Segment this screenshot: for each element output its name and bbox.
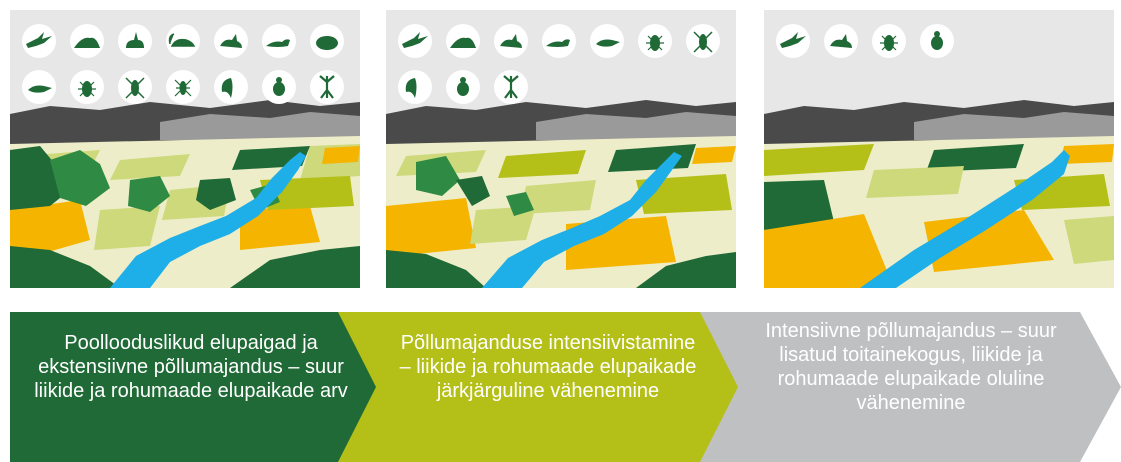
weasel-icon <box>542 24 576 58</box>
beetle-icon <box>70 70 104 104</box>
weasel-icon <box>262 24 296 58</box>
shrew-icon <box>22 70 56 104</box>
mouse-icon <box>166 24 200 58</box>
landscape-panel-seminatural <box>10 10 360 288</box>
vole-icon <box>310 24 344 58</box>
beetle-icon <box>872 24 906 58</box>
mantis-icon <box>310 70 344 104</box>
mole-hill-icon <box>446 24 480 58</box>
butterfly-icon <box>214 70 248 104</box>
bug-icon <box>446 70 480 104</box>
stage-label-intensifying: Põllumajanduse intensiivistamine – liiki… <box>399 332 697 402</box>
eagle-icon <box>398 24 432 58</box>
eagle-icon <box>22 24 56 58</box>
butterfly-icon <box>398 70 432 104</box>
landscape-panel-intensive <box>764 10 1114 288</box>
mantis-icon <box>494 70 528 104</box>
arrow-olive <box>330 312 738 462</box>
hare-icon <box>494 24 528 58</box>
grasshopper-icon <box>118 70 152 104</box>
stage-label-intensive: Intensiivne põllumajandus – suur lisatud… <box>765 320 1057 414</box>
mole-hill-icon <box>70 24 104 58</box>
arrow-gray <box>690 312 1121 462</box>
stage-arrows <box>10 312 1121 462</box>
rabbit-icon <box>118 24 152 58</box>
landscape-panel-intensifying <box>386 10 736 288</box>
stage-label-seminatural: Poollooduslikud elupaigad ja ekstensiivn… <box>34 332 348 402</box>
arrow-dark-green <box>10 312 376 462</box>
landscape-illustration <box>386 100 736 288</box>
grasshopper-icon <box>686 24 720 58</box>
eagle-icon <box>776 24 810 58</box>
landscape-illustration <box>764 100 1114 288</box>
cricket-icon <box>166 70 200 104</box>
beetle-icon <box>638 24 672 58</box>
bug-icon <box>920 24 954 58</box>
hare-icon <box>824 24 858 58</box>
bug-icon <box>262 70 296 104</box>
hare-icon <box>214 24 248 58</box>
landscape-illustration <box>10 100 360 288</box>
shrew-icon <box>590 24 624 58</box>
